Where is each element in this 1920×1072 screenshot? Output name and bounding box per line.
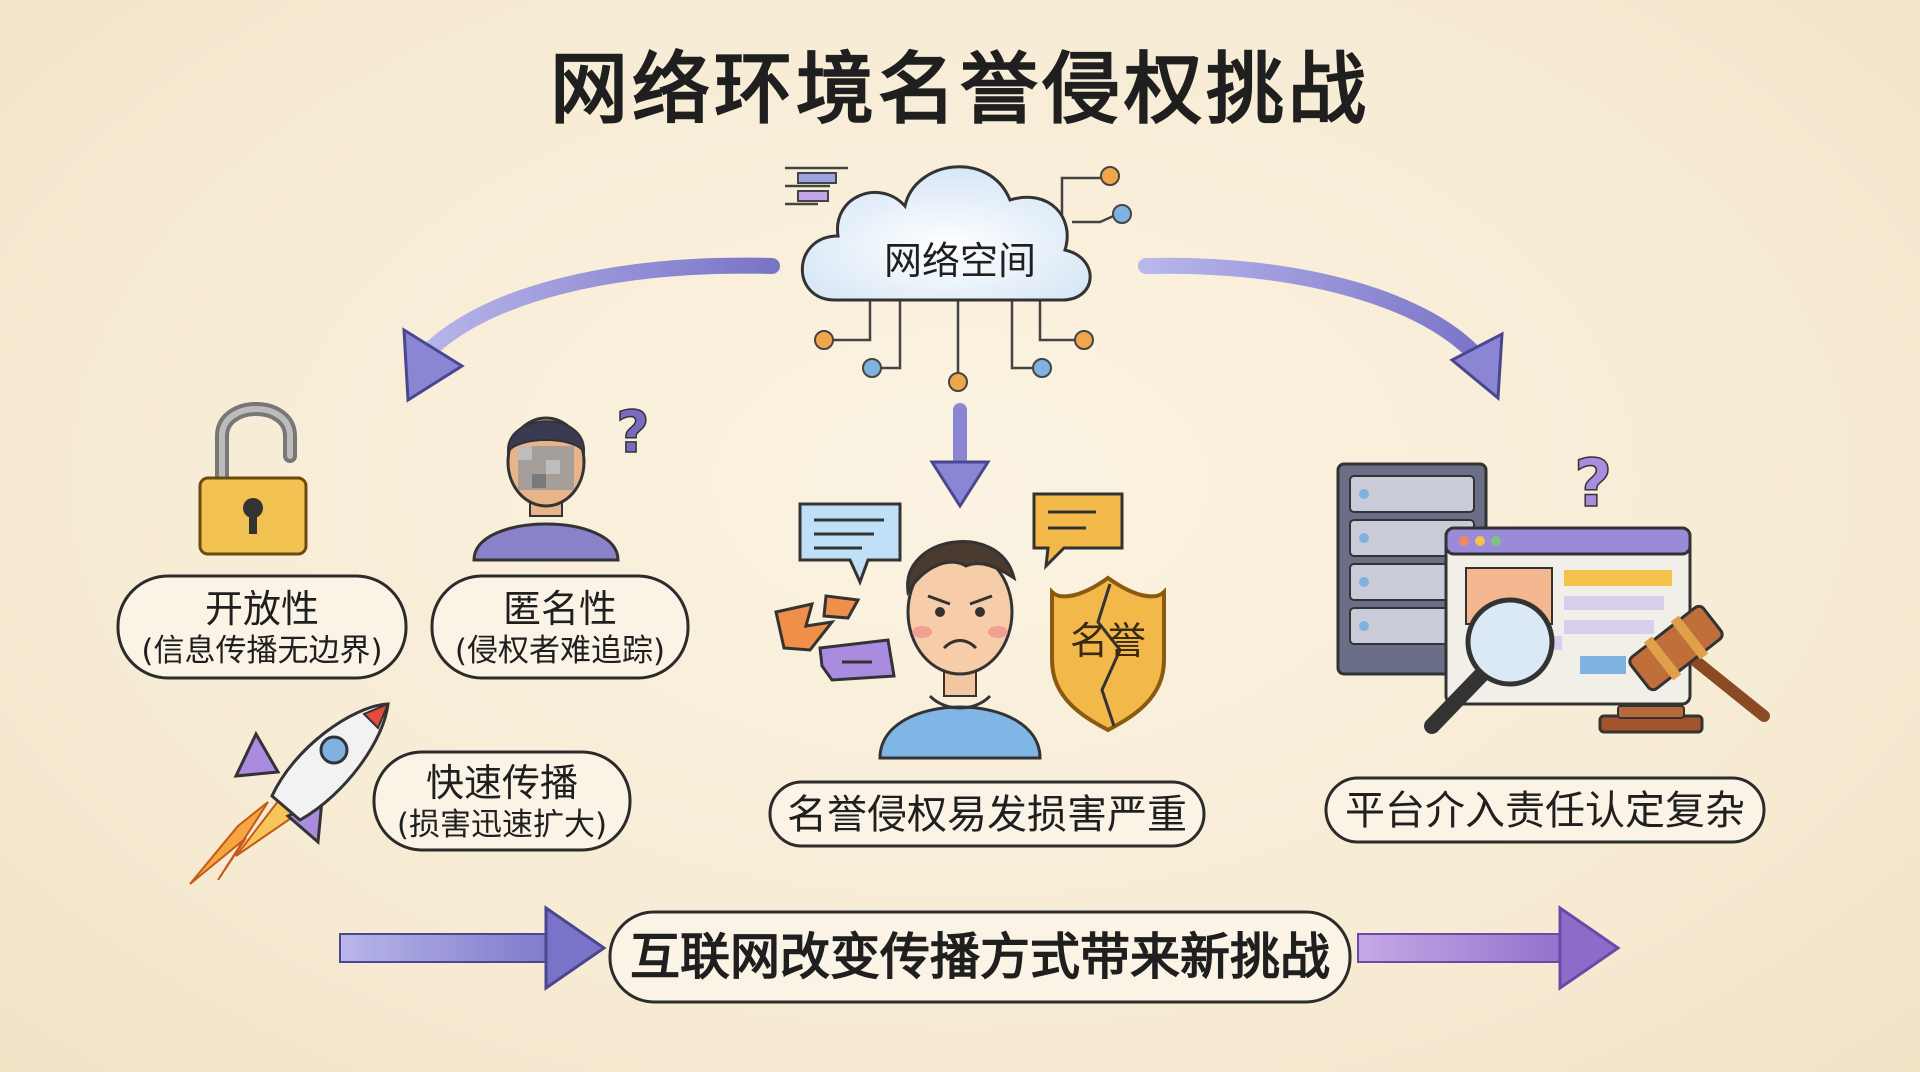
pill-middle [768, 780, 1206, 848]
right-label: 平台介入责任认定复杂 [1345, 788, 1745, 834]
open-padlock-icon [198, 402, 308, 556]
anonymous-person-icon: ? [472, 397, 650, 562]
openness-title: 开放性 [204, 587, 319, 631]
pill-right [1324, 776, 1766, 844]
arrow-down-center [929, 403, 991, 509]
fast-spread-detail: (损害迅速扩大) [396, 807, 608, 843]
label-pills [116, 574, 1766, 1004]
pill-anonymity [430, 574, 690, 680]
middle-label: 名誉侵权易发损害严重 [787, 792, 1187, 838]
worried-person-icon [878, 540, 1042, 760]
anonymity-title: 匿名性 [502, 587, 617, 631]
arrow-to-right [1138, 257, 1504, 402]
arrow-to-left [402, 257, 780, 403]
shield-text: 名誉 [1069, 619, 1146, 663]
question-mark-icon: ? [1574, 445, 1612, 522]
bottom-label: 互联网改变传播方式带来新挑战 [630, 928, 1330, 986]
magnifier-icon [1424, 597, 1555, 734]
svg-text:?: ? [616, 398, 650, 466]
anonymity-detail: (侵权者难追踪) [454, 633, 666, 669]
speech-bubbles [774, 492, 1124, 682]
page-title: 网络环境名誉侵权挑战 [549, 45, 1370, 135]
broken-shield-icon [1050, 575, 1166, 733]
pill-bottom [608, 910, 1352, 1004]
rocket-icon [189, 702, 390, 885]
bottom-arrow-right [1357, 905, 1621, 991]
pill-openness [116, 574, 408, 680]
pill-fast-spread [372, 750, 632, 852]
openness-detail: (信息传播无边界) [141, 633, 383, 669]
fast-spread-title: 快速传播 [425, 761, 578, 805]
gavel-icon [1598, 604, 1770, 734]
bottom-arrow-left [339, 905, 607, 991]
cloud-icon [785, 165, 1132, 392]
cloud-label: 网络空间 [883, 239, 1036, 283]
